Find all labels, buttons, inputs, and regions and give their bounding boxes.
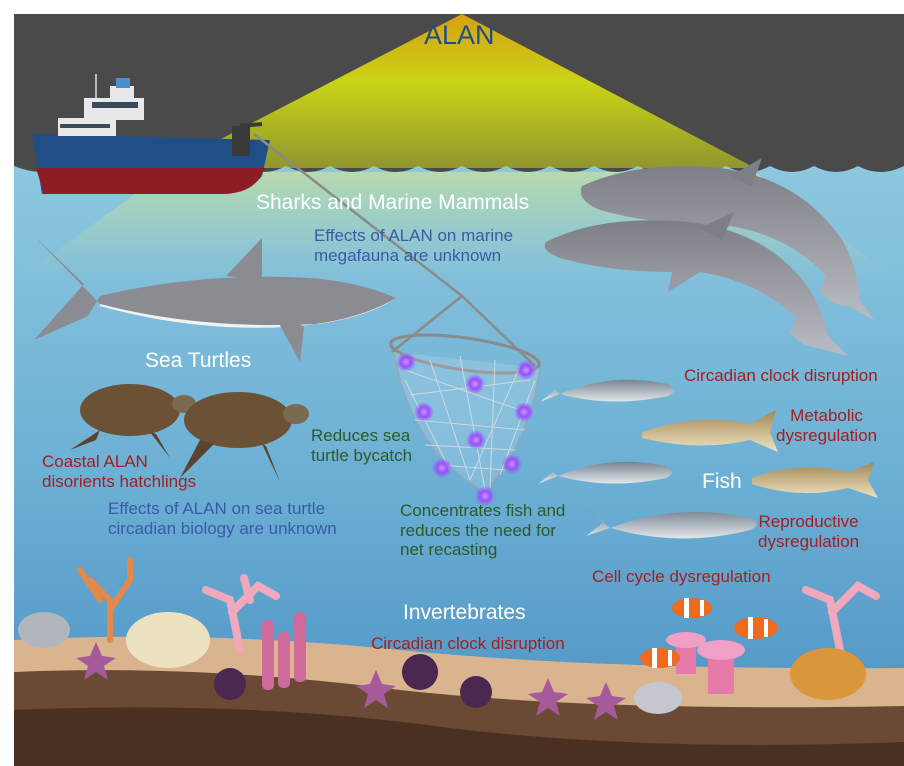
sea-turtles-heading: Sea Turtles: [145, 349, 251, 373]
megafauna-unknown-note: Effects of ALAN on marine megafauna are …: [314, 226, 513, 265]
clownfish-icon: [672, 598, 712, 618]
alan-title: ALAN: [424, 20, 495, 51]
bycatch-note: Reduces sea turtle bycatch: [311, 426, 412, 465]
sharks-mammals-heading: Sharks and Marine Mammals: [256, 191, 529, 215]
led-light-icon: [514, 402, 534, 422]
cell-cycle-note: Cell cycle dysregulation: [592, 567, 771, 587]
led-light-icon: [502, 454, 522, 474]
turtle-circadian-note: Effects of ALAN on sea turtle circadian …: [108, 499, 337, 538]
clownfish-icon: [640, 648, 680, 668]
led-light-icon: [465, 374, 485, 394]
sea-urchin-icon: [402, 654, 438, 690]
concentrates-fish-note: Concentrates fish and reduces the need f…: [400, 501, 565, 560]
fish-circadian-note: Circadian clock disruption: [684, 366, 878, 386]
sea-urchin-icon: [214, 668, 246, 700]
coral-icon: [790, 648, 866, 700]
led-light-icon: [432, 458, 452, 478]
led-light-icon: [414, 402, 434, 422]
led-light-icon: [516, 360, 536, 380]
sea-urchin-icon: [460, 676, 492, 708]
led-light-icon: [396, 352, 416, 372]
coastal-alan-note: Coastal ALAN disorients hatchlings: [42, 452, 196, 491]
led-light-icon: [466, 430, 486, 450]
coral-icon: [18, 612, 70, 648]
clownfish-icon: [734, 617, 778, 639]
coral-icon: [634, 682, 682, 714]
coral-icon: [126, 612, 210, 668]
fish-heading: Fish: [702, 470, 742, 494]
invertebrates-circadian-note: Circadian clock disruption: [371, 634, 565, 654]
metabolic-note: Metabolic dysregulation: [776, 406, 877, 445]
reproductive-note: Reproductive dysregulation: [758, 512, 859, 551]
invertebrates-heading: Invertebrates: [403, 601, 526, 625]
